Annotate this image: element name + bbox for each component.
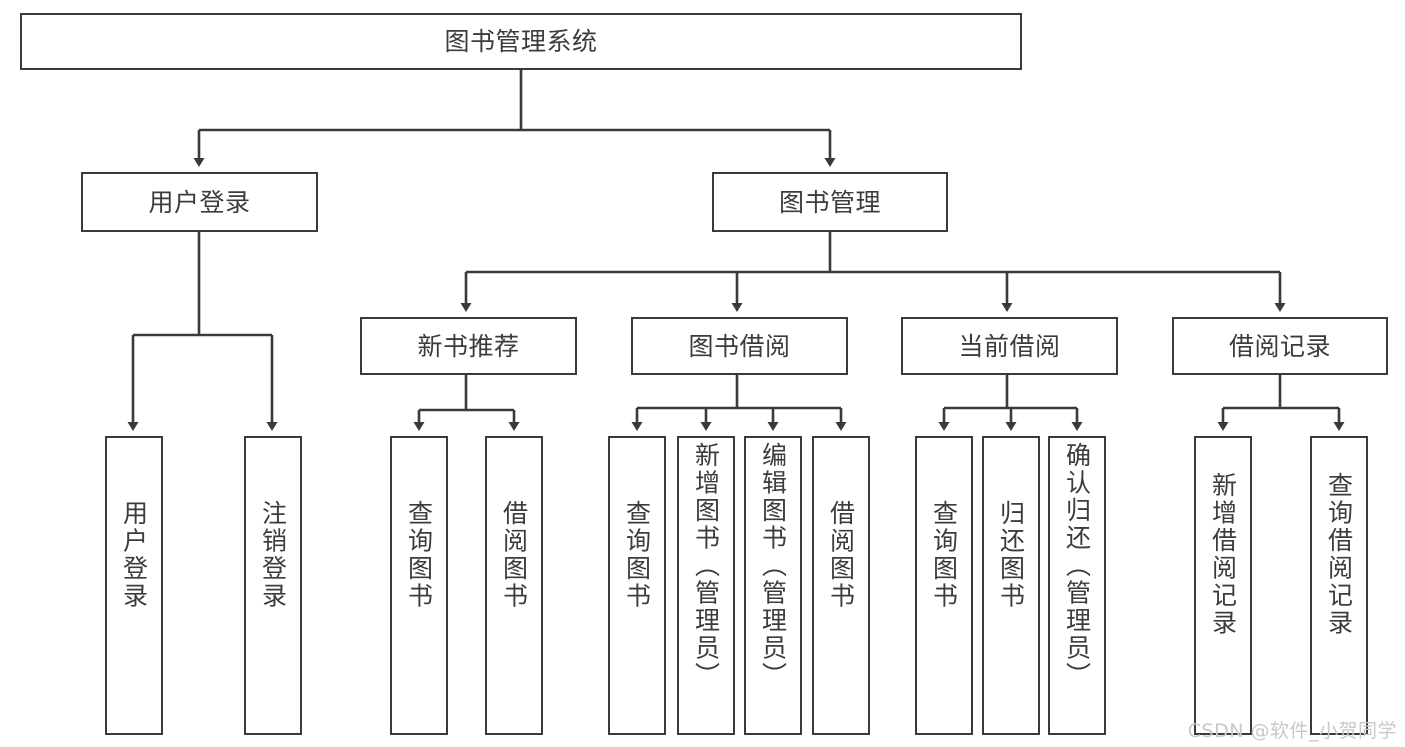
node-leaf-edit-book-label: 编辑图书（管理员） bbox=[758, 442, 788, 690]
node-leaf-query-record-label: 查询借阅记录 bbox=[1324, 472, 1354, 637]
node-leaf-edit-book[interactable]: 编辑图书（管理员） bbox=[744, 436, 802, 735]
node-root-label: 图书管理系统 bbox=[444, 27, 598, 56]
node-new-book-rec-label: 新书推荐 bbox=[417, 331, 520, 361]
node-leaf-user-login-label: 用户登录 bbox=[119, 500, 149, 610]
node-leaf-confirm-return-label: 确认归还（管理员） bbox=[1062, 442, 1092, 690]
node-user-login-label: 用户登录 bbox=[148, 187, 251, 217]
node-root[interactable]: 图书管理系统 bbox=[20, 13, 1022, 70]
node-leaf-add-book[interactable]: 新增图书（管理员） bbox=[677, 436, 735, 735]
csdn-watermark: CSDN @软件_小贺同学 bbox=[1187, 720, 1397, 742]
node-leaf-add-record-label: 新增借阅记录 bbox=[1208, 472, 1238, 637]
node-current-borrow-label: 当前借阅 bbox=[958, 331, 1061, 361]
node-book-borrow[interactable]: 图书借阅 bbox=[631, 317, 848, 375]
node-leaf-user-logout-label: 注销登录 bbox=[258, 500, 288, 610]
node-current-borrow[interactable]: 当前借阅 bbox=[901, 317, 1118, 375]
node-borrow-record-label: 借阅记录 bbox=[1228, 331, 1331, 361]
node-leaf-query-book-b-label: 查询图书 bbox=[622, 500, 652, 610]
node-leaf-query-book-c-label: 查询图书 bbox=[929, 500, 959, 610]
node-leaf-query-record[interactable]: 查询借阅记录 bbox=[1310, 436, 1368, 735]
node-leaf-return-book[interactable]: 归还图书 bbox=[982, 436, 1040, 735]
node-leaf-borrow-book-rec-label: 借阅图书 bbox=[499, 500, 529, 610]
node-leaf-return-book-label: 归还图书 bbox=[996, 500, 1026, 610]
node-leaf-add-record[interactable]: 新增借阅记录 bbox=[1194, 436, 1252, 735]
node-leaf-borrow-book-b[interactable]: 借阅图书 bbox=[812, 436, 870, 735]
node-leaf-confirm-return[interactable]: 确认归还（管理员） bbox=[1048, 436, 1106, 735]
node-leaf-borrow-book-rec[interactable]: 借阅图书 bbox=[485, 436, 543, 735]
node-borrow-record[interactable]: 借阅记录 bbox=[1172, 317, 1388, 375]
node-leaf-query-book-rec[interactable]: 查询图书 bbox=[390, 436, 448, 735]
node-book-borrow-label: 图书借阅 bbox=[688, 331, 791, 361]
node-leaf-borrow-book-b-label: 借阅图书 bbox=[826, 500, 856, 610]
node-leaf-query-book-rec-label: 查询图书 bbox=[404, 500, 434, 610]
node-leaf-add-book-label: 新增图书（管理员） bbox=[691, 442, 721, 690]
node-leaf-user-logout[interactable]: 注销登录 bbox=[244, 436, 302, 735]
node-user-login[interactable]: 用户登录 bbox=[81, 172, 318, 232]
node-book-manage[interactable]: 图书管理 bbox=[712, 172, 948, 232]
node-leaf-user-login[interactable]: 用户登录 bbox=[105, 436, 163, 735]
node-book-manage-label: 图书管理 bbox=[778, 187, 881, 217]
node-leaf-query-book-c[interactable]: 查询图书 bbox=[915, 436, 973, 735]
node-new-book-rec[interactable]: 新书推荐 bbox=[360, 317, 577, 375]
node-leaf-query-book-b[interactable]: 查询图书 bbox=[608, 436, 666, 735]
